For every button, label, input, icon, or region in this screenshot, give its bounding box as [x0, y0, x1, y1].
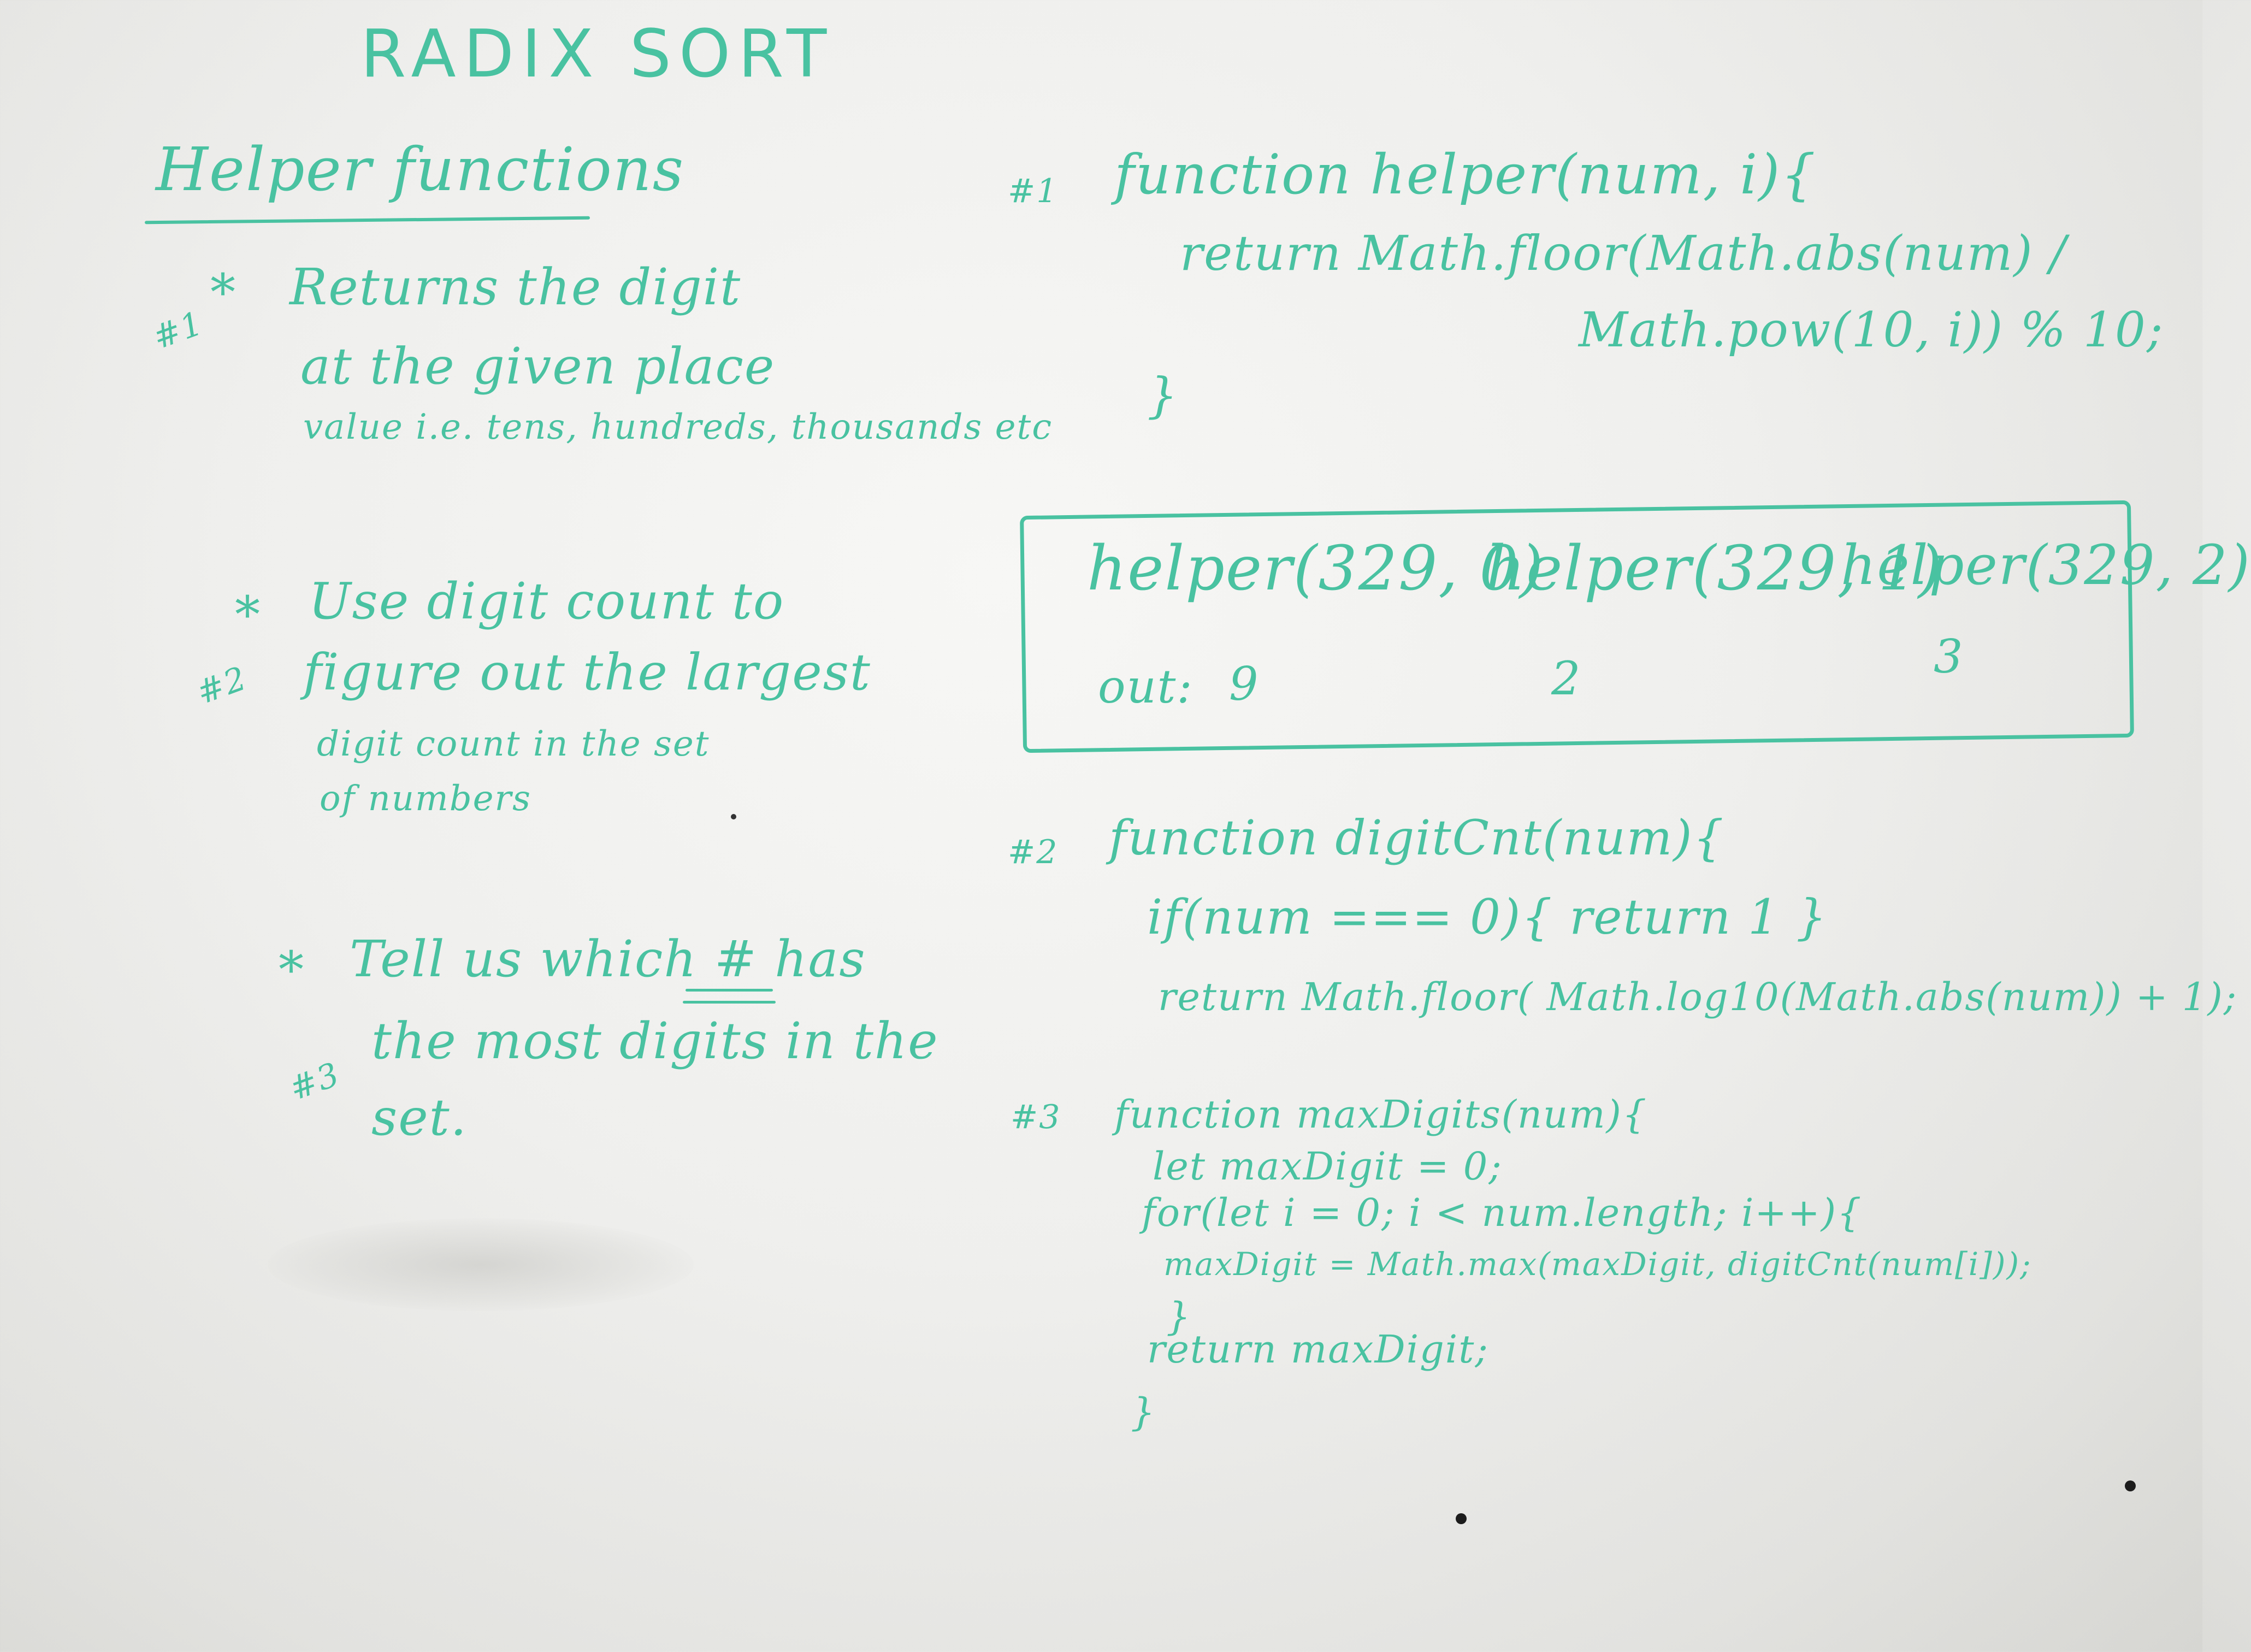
fn1-line4: }: [1147, 367, 1179, 423]
note1-line1: Returns the digit: [290, 258, 742, 316]
erased-smudge: [268, 1218, 694, 1311]
helper-functions-heading: Helper functions: [156, 134, 685, 204]
note2-line3: digit count in the set: [317, 724, 710, 764]
note3-underline-b: [683, 1001, 776, 1004]
fn2-line2: if(num === 0){ return 1 }: [1147, 889, 1828, 945]
example-call-3: helper(329, 2): [1841, 533, 2251, 597]
fn3-line4: maxDigit = Math.max(maxDigit, digitCnt(n…: [1163, 1246, 2032, 1283]
example-out-label: out:: [1098, 660, 1194, 713]
note3-line3: set.: [371, 1088, 468, 1147]
note3-line2: the most digits in the: [371, 1012, 939, 1070]
page-title: RADIX SORT: [361, 16, 835, 92]
example-out-3: 3: [1934, 630, 1964, 683]
whiteboard: RADIX SORT Helper functions #1 * Returns…: [144, 16, 2250, 1524]
example-call-1: helper(329, 0): [1087, 533, 1545, 604]
note3-marker: #3: [284, 1055, 345, 1108]
note1-line2: at the given place: [300, 337, 776, 396]
board-pin: [2125, 1480, 2136, 1491]
fn3-line6: return maxDigit;: [1147, 1327, 1489, 1372]
board-dot: [731, 814, 736, 819]
fn3-line1: function maxDigits(num){: [1114, 1092, 1648, 1137]
note2-line2: figure out the largest: [303, 643, 871, 701]
board-pin: [1456, 1513, 1467, 1524]
fn2-marker: #2: [1008, 833, 1059, 871]
note3-underline-a: [686, 989, 773, 992]
fn1-marker: #1: [1008, 172, 1059, 210]
note3-line1: Tell us which # has: [350, 930, 866, 988]
fn1-line2: return Math.floor(Math.abs(num) /: [1180, 225, 2067, 281]
fn2-line3: return Math.floor( Math.log10(Math.abs(n…: [1158, 975, 2238, 1019]
example-call-2: helper(329, 1): [1486, 533, 1943, 604]
fn3-line2: let maxDigit = 0;: [1153, 1144, 1503, 1189]
note2-line1: Use digit count to: [309, 572, 785, 630]
example-out-2: 2: [1551, 652, 1582, 705]
note3-bullet: *: [279, 941, 305, 999]
fn1-line3: Math.pow(10, i)) % 10;: [1579, 302, 2164, 358]
fn3-line5: }: [1166, 1294, 1192, 1339]
note2-line4: of numbers: [320, 778, 531, 819]
fn3-marker: #3: [1011, 1098, 1061, 1136]
fn2-line1: function digitCnt(num){: [1109, 810, 1725, 866]
note1-marker: #1: [147, 304, 209, 357]
fn3-line3: for(let i = 0; i < num.length; i++){: [1142, 1190, 1863, 1235]
heading-underline: [144, 216, 590, 225]
note2-bullet: *: [235, 586, 261, 644]
note1-line3: value i.e. tens, hundreds, thousands etc: [303, 407, 1053, 447]
note2-marker: #2: [191, 659, 252, 712]
note1-bullet: *: [210, 263, 237, 322]
example-out-1: 9: [1229, 657, 1260, 711]
fn1-line1: function helper(num, i){: [1114, 143, 1817, 206]
fn3-line7: }: [1131, 1390, 1156, 1435]
